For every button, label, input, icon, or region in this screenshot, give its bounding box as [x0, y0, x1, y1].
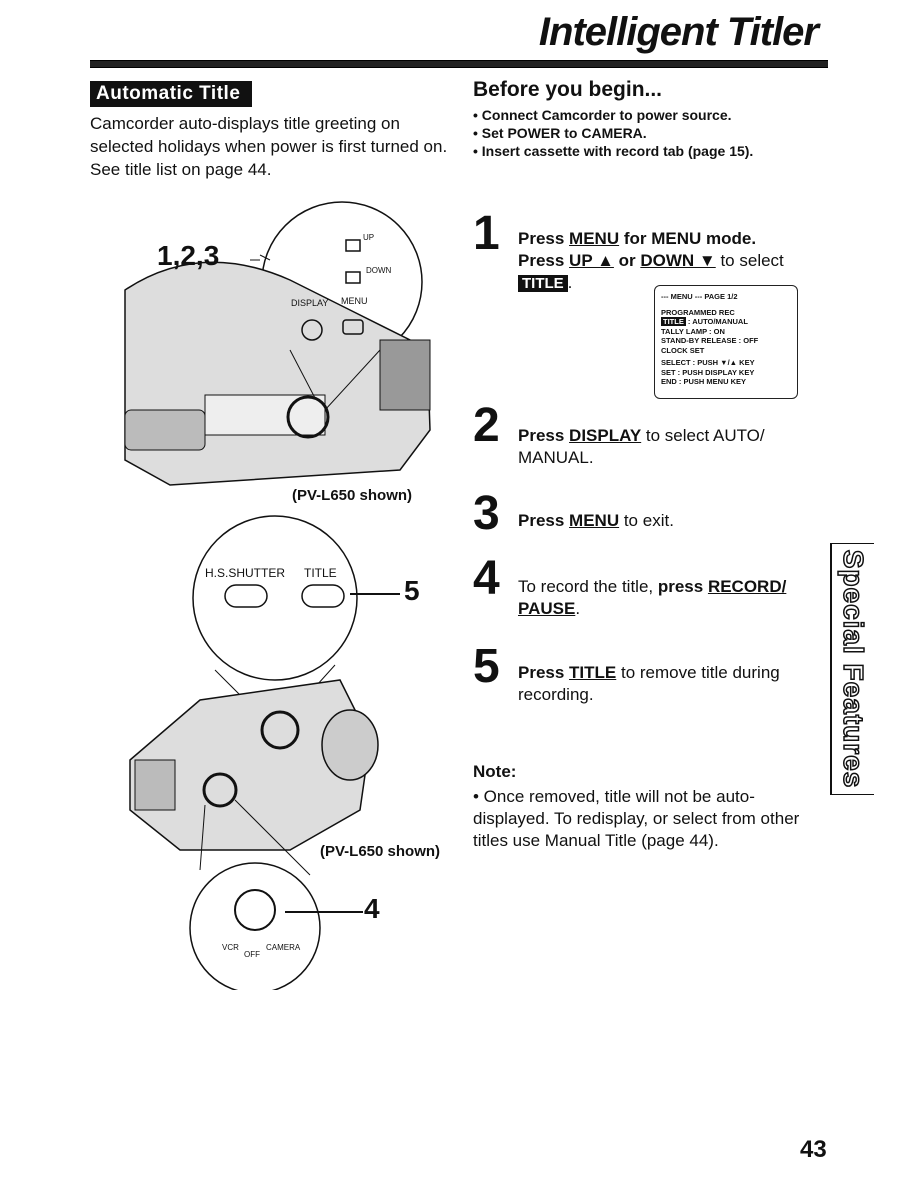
- step-number: 5: [473, 640, 500, 693]
- callout-step-5: 5: [404, 575, 420, 606]
- callout-line: [350, 593, 400, 595]
- before-heading: Before you begin...: [473, 78, 663, 101]
- step-number: 4: [473, 552, 500, 605]
- step-4-text: To record the title, press RECORD/ PAUSE…: [518, 577, 787, 618]
- step-3-text: Press MENU to exit.: [518, 511, 674, 530]
- note-heading: Note:: [473, 762, 517, 781]
- hs-shutter-label: H.S.SHUTTER: [205, 566, 286, 580]
- down-label: DOWN: [366, 266, 392, 275]
- menu-label: MENU: [341, 296, 368, 306]
- list-item: • Set POWER to CAMERA.: [473, 125, 647, 141]
- page-number: 43: [800, 1136, 827, 1163]
- page-title: Intelligent Titler: [538, 10, 819, 54]
- figure-caption: (PV-L650 shown): [320, 843, 441, 860]
- note-text: • Once removed, title will not be auto-d…: [473, 787, 800, 850]
- before-list: • Connect Camcorder to power source. • S…: [473, 106, 753, 160]
- step-2-text: Press DISPLAY to select AUTO/ MANUAL.: [518, 426, 765, 467]
- callout-line: [285, 911, 363, 913]
- step-1-text: Press MENU for MENU mode. Press UP ▲ or …: [518, 229, 784, 292]
- title-box: TITLE: [518, 275, 568, 292]
- title-button-label: TITLE: [304, 566, 337, 580]
- list-item: • Insert cassette with record tab (page …: [473, 143, 754, 159]
- step-number: 3: [473, 487, 500, 540]
- section-label: Automatic Title: [90, 81, 253, 107]
- camcorder-figure-1: [124, 201, 431, 486]
- list-item: • Connect Camcorder to power source.: [473, 107, 732, 123]
- side-tab-label: Special Features: [837, 549, 870, 789]
- step-number: 2: [473, 399, 500, 452]
- camcorder-figure-2: [129, 515, 379, 990]
- figure-caption: (PV-L650 shown): [292, 487, 413, 504]
- callout-steps-1-2-3: 1,2,3: [157, 240, 220, 271]
- menu-screen: --- MENU --- PAGE 1/2 PROGRAMMED REC TIT…: [654, 285, 798, 399]
- section-side-tab: Special Features: [830, 543, 874, 795]
- switch-camera-label: CAMERA: [266, 943, 301, 952]
- callout-step-4: 4: [364, 893, 380, 924]
- step-5-text: Press TITLE to remove title during recor…: [518, 663, 780, 704]
- display-label: DISPLAY: [291, 298, 329, 308]
- step-number: 1: [473, 207, 500, 260]
- switch-vcr-label: VCR: [222, 943, 239, 952]
- up-label: UP: [363, 233, 375, 242]
- switch-off-label: OFF: [244, 950, 260, 959]
- header-rule: [90, 60, 828, 68]
- intro-text: Camcorder auto-displays title greeting o…: [90, 114, 448, 179]
